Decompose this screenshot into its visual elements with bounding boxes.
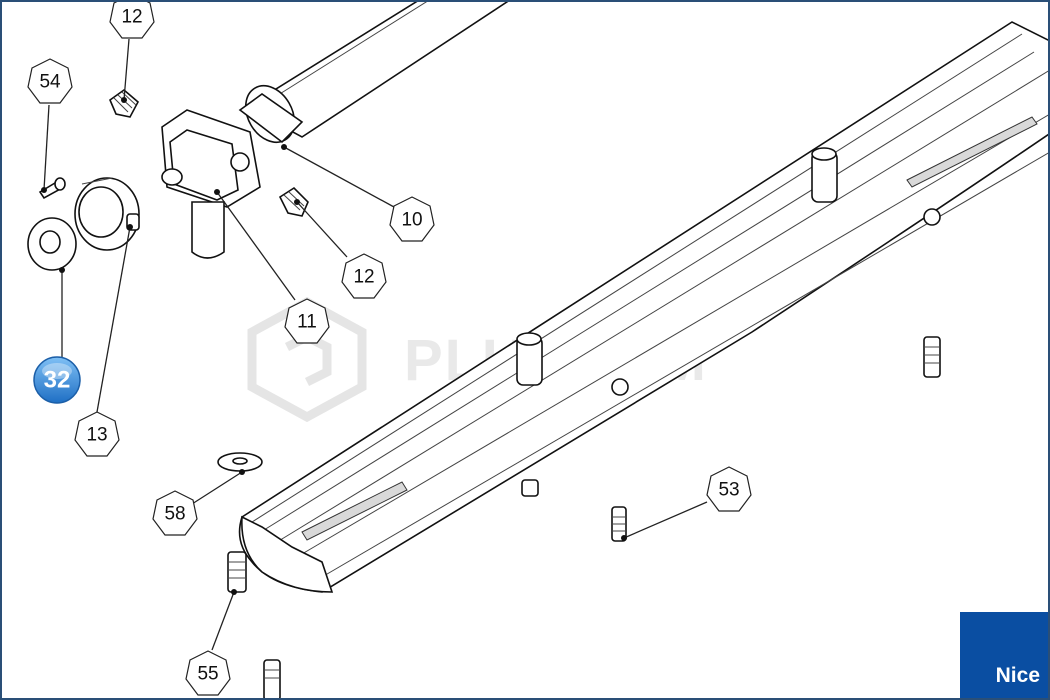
callout-label: 54 [39, 72, 61, 93]
callout-55[interactable]: 55 [185, 650, 231, 696]
leader-lines [41, 38, 708, 651]
screw-right [923, 336, 941, 378]
callout-label: 55 [197, 664, 218, 685]
callout-label: 13 [86, 425, 107, 446]
callout-54[interactable]: 54 [27, 58, 73, 104]
selected-label: 32 [44, 367, 71, 394]
brand-logo: Nice [960, 612, 1048, 698]
callout-12-right[interactable]: 12 [341, 253, 387, 299]
main-profile [238, 21, 1048, 593]
washer-32 [27, 217, 77, 271]
callout-32-selected[interactable]: 32 [33, 356, 81, 404]
callout-12-top[interactable]: 12 [109, 2, 155, 39]
ring-13 [74, 177, 140, 251]
screw-55 [227, 551, 247, 593]
callout-label: 58 [164, 504, 185, 525]
arm-tube [238, 2, 509, 144]
callout-10[interactable]: 10 [389, 196, 435, 242]
callout-58[interactable]: 58 [152, 490, 198, 536]
callout-53[interactable]: 53 [706, 466, 752, 512]
screw-12-top [109, 88, 140, 118]
callout-label: 12 [121, 7, 142, 28]
screw-53 [611, 506, 627, 542]
callout-label: 12 [353, 267, 374, 288]
screw-54 [38, 177, 66, 200]
bracket-11 [161, 109, 261, 259]
callout-label: 11 [297, 312, 317, 333]
callout-13[interactable]: 13 [74, 411, 120, 457]
callout-label: 53 [718, 480, 739, 501]
callout-label: 10 [401, 210, 422, 231]
callout-11[interactable]: 11 [284, 298, 330, 344]
screw-bottom [263, 659, 281, 698]
washer-58 [217, 452, 263, 472]
brand-name: Nice [995, 664, 1040, 687]
